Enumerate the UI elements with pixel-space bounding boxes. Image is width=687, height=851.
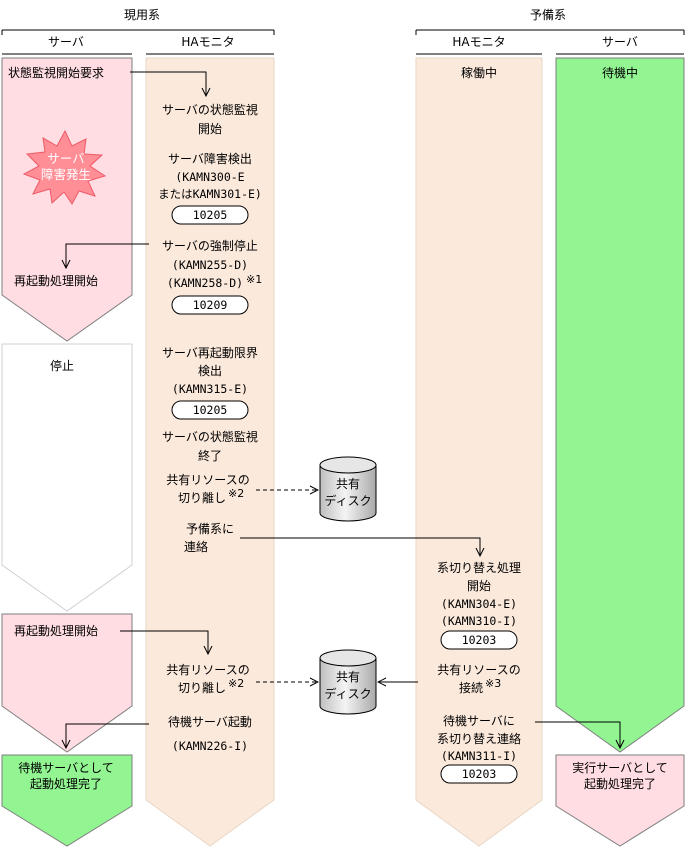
- code-box-10205-b: [171, 400, 249, 420]
- switch-l3: (KAMN304-E): [441, 597, 517, 611]
- restart-start-2: 再起動処理開始: [14, 624, 98, 638]
- failure-detect-l3: またはKAMN301-E): [158, 187, 262, 201]
- monitor-end-l1: サーバの状態監視: [162, 429, 258, 444]
- code-box-10203-b: [440, 764, 518, 784]
- arrow-forced-stop: [66, 243, 149, 268]
- restart-limit-l2: 検出: [198, 364, 222, 378]
- disk-2-body: [319, 658, 377, 715]
- burst-shape: [22, 129, 107, 205]
- detach-2-l1: 共有リソースの: [166, 663, 249, 677]
- right-server-final-block: [555, 754, 685, 847]
- restart-limit-l3: (KAMN315-E): [172, 382, 248, 396]
- disk-1-label-l2: ディスク: [324, 493, 371, 508]
- code-box-10205-a: [171, 205, 249, 225]
- shared-disk-1: 共有 ディスク: [319, 456, 377, 522]
- standby-complete-l2: 起動処理完了: [30, 776, 102, 791]
- active-complete-l2: 起動処理完了: [584, 776, 656, 791]
- standby-start-l1: 待機サーバ起動: [168, 714, 252, 729]
- failure-detect-l2: (KAMN300-E: [175, 170, 244, 184]
- stopped-label: 停止: [50, 358, 74, 373]
- restart-limit-l1: サーバ再起動限界: [162, 346, 258, 360]
- col-server-left: サーバ: [48, 35, 84, 49]
- server-failure-burst: サーバ 障害発生: [22, 129, 107, 205]
- left-server-running-block: [1, 57, 133, 342]
- code-10203-a: 10203: [462, 633, 497, 647]
- forced-stop-l1: サーバの強制停止: [162, 238, 258, 253]
- shared-disk-2: 共有 ディスク: [319, 649, 377, 715]
- code-10205-a: 10205: [193, 208, 228, 222]
- note-1: ※1: [246, 273, 262, 286]
- left-server-stopped-block: [1, 343, 133, 612]
- code-10203-b: 10203: [462, 767, 497, 781]
- left-ha-column: [145, 57, 275, 847]
- left-server-final-block: [1, 754, 133, 847]
- disk-2-label-l2: ディスク: [324, 686, 371, 701]
- monitor-start-l1: サーバの状態監視: [162, 102, 258, 117]
- notify-server-l2: 系切り替え連絡: [437, 731, 521, 746]
- forced-stop-l3: (KAMN258-D): [167, 276, 243, 290]
- col-ha-right: HAモニタ: [452, 35, 505, 49]
- disk-1-label-l1: 共有: [336, 477, 360, 491]
- switch-l4: (KAMN310-I): [441, 614, 517, 628]
- notify-server-l3: (KAMN311-I): [441, 749, 517, 763]
- running-label: 稼働中: [461, 65, 497, 80]
- notify-standby-l2: 連絡: [184, 539, 208, 554]
- arrow-restart-to-ha: [120, 630, 208, 654]
- col-ha-left: HAモニタ: [181, 35, 234, 49]
- notify-server-l1: 待機サーバに: [443, 713, 515, 728]
- arrow-monitor-request: [130, 71, 206, 96]
- arrow-notify-standby: [240, 537, 480, 556]
- standby-complete-l1: 待機サーバとして: [18, 760, 114, 775]
- detach-1-l2: 切り離し: [178, 491, 226, 505]
- restart-start-1: 再起動処理開始: [14, 274, 98, 288]
- arrow-switch-notify: [535, 721, 620, 748]
- notify-standby-l1: 予備系に: [186, 521, 234, 536]
- burst-label-1: サーバ: [47, 151, 84, 166]
- switch-l2: 開始: [467, 579, 491, 593]
- active-system-title: 現用系: [124, 8, 160, 22]
- monitor-end-l2: 終了: [198, 448, 222, 463]
- switch-l1: 系切り替え処理: [437, 561, 521, 575]
- monitor-start-l2: 開始: [198, 122, 222, 136]
- standby-start-l2: (KAMN226-I): [172, 739, 248, 753]
- right-server-standby-block: [555, 57, 685, 753]
- arrow-standby-start: [66, 723, 149, 748]
- disk-2-label-l1: 共有: [336, 670, 360, 684]
- col-server-right: サーバ: [602, 35, 638, 49]
- connect-l1: 共有リソースの: [437, 663, 520, 677]
- left-server-restart-block: [1, 613, 133, 753]
- standby-system-title: 予備系: [530, 7, 566, 22]
- header: 現用系 予備系 サーバ HAモニタ HAモニタ サーバ: [1, 7, 685, 55]
- code-box-10203-a: [440, 630, 518, 650]
- disk-1-body: [319, 465, 377, 522]
- standby-label: 待機中: [602, 65, 638, 80]
- connect-l2: 接続: [459, 680, 483, 695]
- detach-1-l1: 共有リソースの: [166, 473, 249, 487]
- detach-2-l2: 切り離し: [178, 681, 226, 695]
- active-complete-l1: 実行サーバとして: [572, 760, 668, 775]
- failure-detect-l1: サーバ障害検出: [168, 151, 252, 166]
- code-box-10209: [171, 295, 249, 315]
- note-2a: ※2: [228, 487, 244, 500]
- burst-label-2: 障害発生: [41, 167, 91, 182]
- code-10205-b: 10205: [193, 403, 228, 417]
- status-monitor-request: 状態監視開始要求: [8, 65, 104, 80]
- code-10209: 10209: [193, 298, 228, 312]
- flow-arrows: [66, 71, 620, 748]
- forced-stop-l2: (KAMN255-D): [172, 258, 248, 272]
- disk-1-top: [319, 456, 377, 474]
- note-2b: ※2: [228, 677, 244, 690]
- note-3: ※3: [485, 677, 501, 690]
- disk-2-top: [319, 649, 377, 667]
